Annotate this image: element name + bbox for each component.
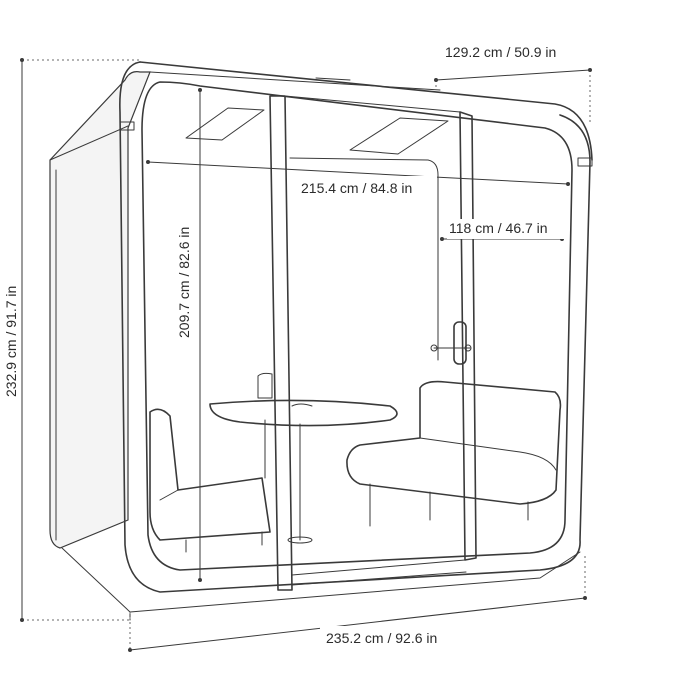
total-width-label: 235.2 cm / 92.6 in xyxy=(326,630,437,646)
pod-interior xyxy=(185,107,449,361)
dimension-lines xyxy=(20,58,592,652)
inner-height-label: 209.7 cm / 82.6 in xyxy=(176,227,192,338)
ceiling-light-left xyxy=(185,107,265,141)
right-sofa xyxy=(346,380,562,505)
door-width-label: 118 cm / 46.7 in xyxy=(449,220,548,236)
table-top xyxy=(209,399,398,427)
dimension-labels: 129.2 cm / 50.9 in 215.4 cm / 84.8 in 11… xyxy=(1,40,580,648)
depth-label: 129.2 cm / 50.9 in xyxy=(445,44,556,60)
door-handle xyxy=(453,321,467,365)
total-height-label: 232.9 cm / 91.7 in xyxy=(3,286,19,397)
laptop xyxy=(257,372,273,399)
ceiling-light-right xyxy=(349,117,449,155)
pod-shell xyxy=(49,61,593,621)
pod-furniture xyxy=(149,372,562,553)
left-sofa xyxy=(149,408,271,541)
inner-width-label: 215.4 cm / 84.8 in xyxy=(301,180,412,196)
pod-door xyxy=(269,95,477,591)
